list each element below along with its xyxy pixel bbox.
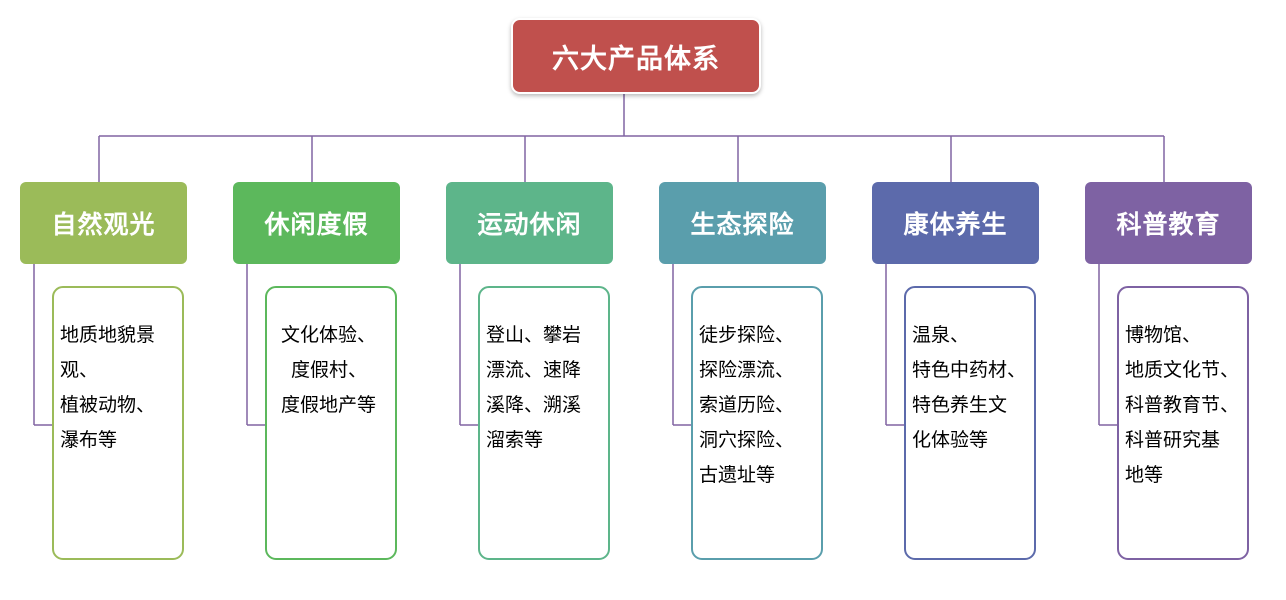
detail-item: 登山、攀岩 (486, 324, 582, 346)
detail-item: 漂流、速降 (486, 359, 582, 381)
category-label: 康体养生 (903, 210, 1008, 239)
detail-item: 溪降、溯溪 (486, 394, 582, 416)
detail-item: 博物馆、 (1125, 324, 1202, 346)
detail-item: 度假地产等 (281, 394, 377, 416)
category-node-leisure-vacation: 休闲度假 (233, 182, 400, 264)
category-node-eco-adventure: 生态探险 (659, 182, 826, 264)
detail-item: 科普研究基 (1125, 429, 1221, 451)
detail-box-science-education: 博物馆、 地质文化节、 科普教育节、 科普研究基 地等 (1117, 286, 1249, 560)
detail-item: 地等 (1125, 464, 1164, 486)
root-node: 六大产品体系 (511, 18, 761, 94)
detail-item: 温泉、 (912, 324, 970, 346)
category-node-science-education: 科普教育 (1085, 182, 1252, 264)
category-label: 休闲度假 (264, 210, 369, 239)
detail-box-eco-adventure: 徒步探险、 探险漂流、 索道历险、 洞穴探险、 古遗址等 (691, 286, 823, 560)
detail-box-nature-sightseeing: 地质地貌景 观、 植被动物、 瀑布等 (52, 286, 184, 560)
category-node-nature-sightseeing: 自然观光 (20, 182, 187, 264)
detail-item: 植被动物、 (60, 394, 156, 416)
category-label: 自然观光 (51, 210, 156, 239)
detail-item: 地质地貌景 (60, 324, 156, 346)
detail-item: 洞穴探险、 (699, 429, 795, 451)
category-label: 科普教育 (1116, 210, 1221, 239)
detail-item: 特色养生文 (912, 394, 1008, 416)
detail-item: 科普教育节、 (1125, 394, 1240, 416)
detail-item: 徒步探险、 (699, 324, 795, 346)
category-node-health-wellness: 康体养生 (872, 182, 1039, 264)
category-label: 运动休闲 (477, 210, 582, 239)
detail-item: 观、 (60, 359, 99, 381)
detail-item: 探险漂流、 (699, 359, 795, 381)
category-label: 生态探险 (690, 210, 795, 239)
detail-item: 索道历险、 (699, 394, 795, 416)
detail-item: 特色中药材、 (912, 359, 1027, 381)
detail-box-leisure-vacation: 文化体验、 度假村、 度假地产等 (265, 286, 397, 560)
detail-item: 地质文化节、 (1125, 359, 1240, 381)
detail-item: 古遗址等 (699, 464, 776, 486)
detail-box-sports-leisure: 登山、攀岩 漂流、速降 溪降、溯溪 溜索等 (478, 286, 610, 560)
category-node-sports-leisure: 运动休闲 (446, 182, 613, 264)
detail-item: 文化体验、 (281, 324, 377, 346)
detail-item: 化体验等 (912, 429, 989, 451)
detail-box-health-wellness: 温泉、 特色中药材、 特色养生文 化体验等 (904, 286, 1036, 560)
detail-item: 度假村、 (291, 359, 368, 381)
detail-item: 瀑布等 (60, 429, 118, 451)
root-label: 六大产品体系 (552, 43, 720, 75)
detail-item: 溜索等 (486, 429, 544, 451)
